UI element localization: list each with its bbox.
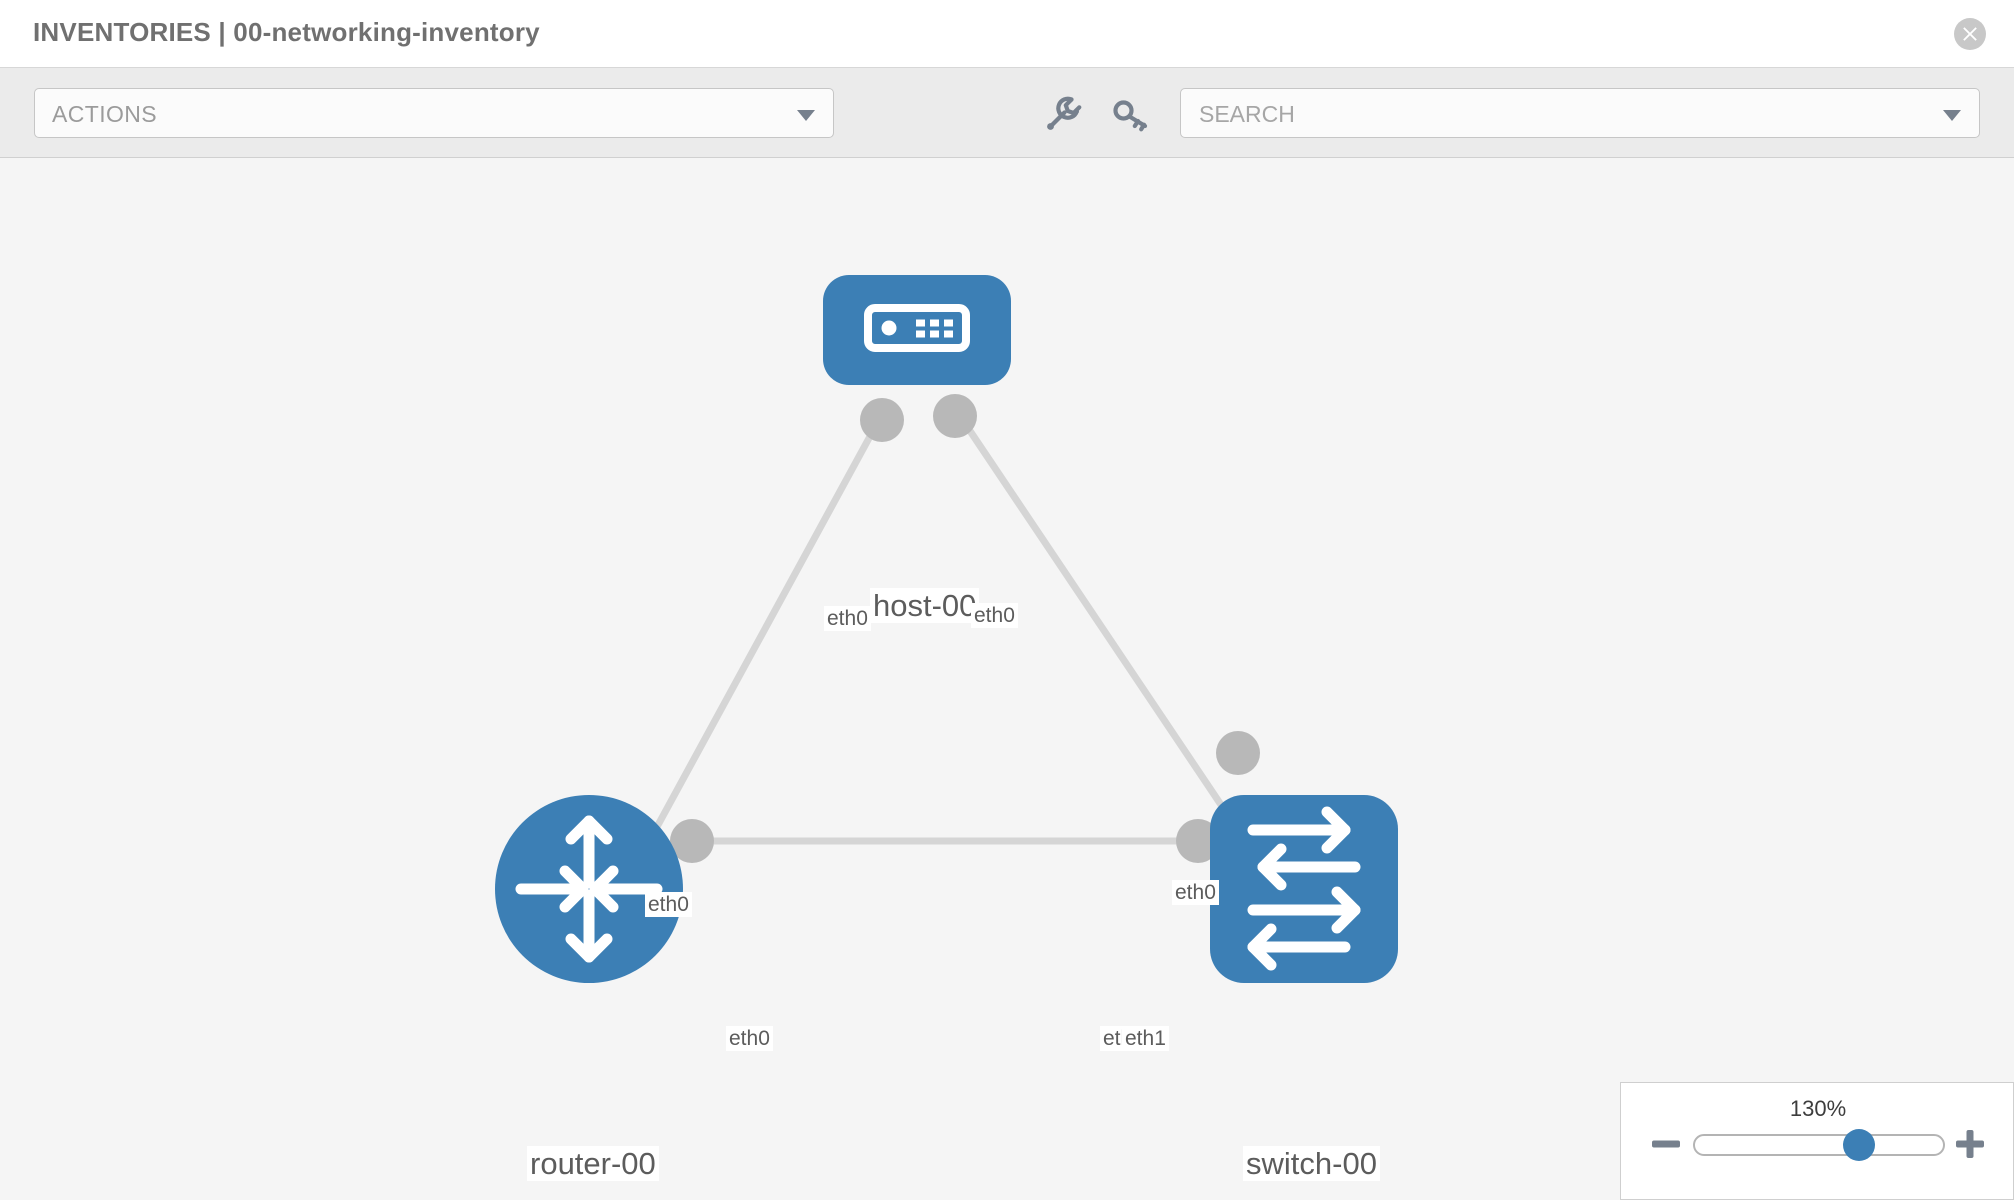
topology-edges	[636, 414, 1253, 860]
endpoint-router-eth0	[670, 819, 714, 863]
toolbar: ACTIONS	[0, 68, 2014, 158]
zoom-slider-track[interactable]	[1693, 1134, 1945, 1156]
node-switch-00[interactable]	[1210, 795, 1398, 983]
actions-dropdown[interactable]: ACTIONS	[34, 88, 834, 138]
edge-host-switch	[957, 414, 1253, 850]
iface-label-switch-uplink-eth0: eth0	[1172, 880, 1219, 905]
iface-label-router-uplink-eth0: eth0	[645, 892, 692, 917]
topology-canvas[interactable]: host-00 router-00 switch-00 eth0 eth0 et…	[0, 158, 2014, 1200]
zoom-control-panel: 130%	[1620, 1082, 2014, 1200]
server-icon	[864, 304, 970, 352]
topology-graph	[495, 275, 1398, 983]
router-arrows-icon	[515, 815, 663, 963]
search-chevron-down-icon[interactable]	[1943, 110, 1961, 121]
wrench-icon[interactable]	[1040, 90, 1086, 136]
endpoint-switch-eth0	[1216, 731, 1260, 775]
iface-label-host-eth0-left: eth0	[824, 606, 871, 631]
search-input[interactable]	[1197, 89, 1901, 139]
endpoint-host-eth0-left	[860, 398, 904, 442]
endpoint-host-eth0-right	[933, 394, 977, 438]
chevron-down-icon	[797, 110, 815, 121]
node-router-00[interactable]	[495, 795, 683, 983]
topology-endpoints	[670, 394, 1260, 863]
node-label-switch-00: switch-00	[1243, 1146, 1380, 1181]
search-field[interactable]	[1180, 88, 1980, 139]
iface-label-router-eth0: eth0	[726, 1026, 773, 1051]
page-title: INVENTORIES | 00-networking-inventory	[33, 17, 540, 47]
endpoint-switch-eth1	[1176, 819, 1220, 863]
zoom-out-button[interactable]	[1649, 1127, 1683, 1161]
zoom-percent-label: 130%	[1789, 1096, 1847, 1121]
page-header: INVENTORIES | 00-networking-inventory	[0, 0, 2014, 68]
actions-dropdown-label: ACTIONS	[52, 101, 158, 127]
close-icon[interactable]	[1954, 18, 1986, 50]
zoom-in-button[interactable]	[1953, 1127, 1987, 1161]
switch-arrows-icon	[1247, 806, 1361, 971]
key-icon[interactable]	[1108, 90, 1154, 136]
zoom-slider-thumb[interactable]	[1843, 1129, 1875, 1161]
node-label-host-00: host-00	[870, 588, 980, 623]
edge-host-router	[636, 416, 884, 860]
iface-label-switch-eth1: eth1	[1122, 1026, 1169, 1051]
node-host-00[interactable]	[823, 275, 1011, 385]
node-label-router-00: router-00	[527, 1146, 659, 1181]
iface-label-host-eth0-right: eth0	[971, 603, 1018, 628]
